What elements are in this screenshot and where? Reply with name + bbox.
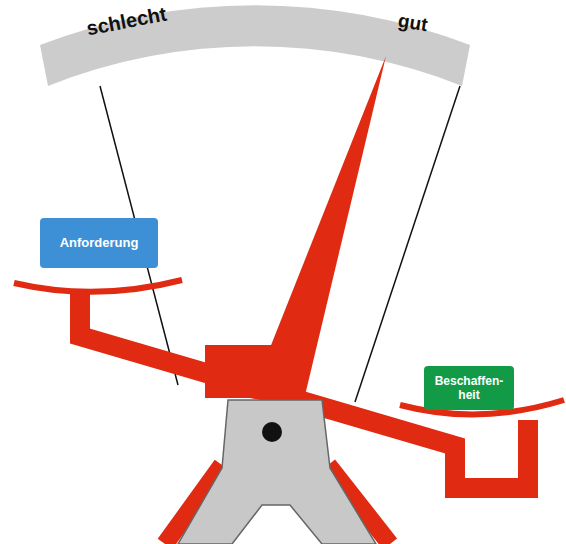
scale-pan	[14, 280, 182, 292]
range-line	[355, 86, 460, 402]
box-text: Anforderung	[60, 235, 139, 251]
property-box: Beschaffen- heit	[424, 366, 514, 410]
scale-label: gut	[396, 10, 429, 36]
requirement-box: Anforderung	[40, 218, 158, 268]
box-text: Beschaffen- heit	[428, 374, 510, 403]
scale-needle	[250, 56, 386, 408]
pivot-point	[262, 422, 282, 442]
scale-base	[178, 400, 376, 544]
